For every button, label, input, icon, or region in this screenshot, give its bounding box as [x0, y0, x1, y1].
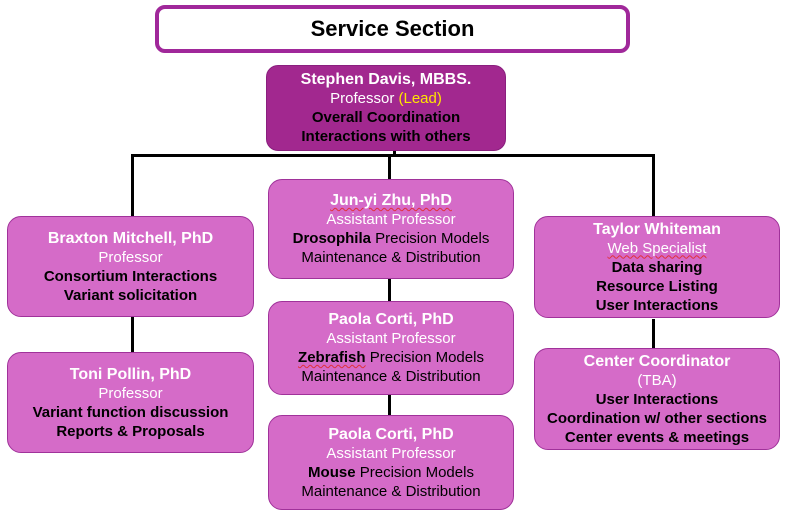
- member-name: Taylor Whiteman: [593, 220, 721, 238]
- member-role: Assistant Professor: [326, 444, 456, 462]
- member-node-toni-pollin: Toni Pollin, PhD Professor Variant funct…: [7, 352, 254, 453]
- member-name: Center Coordinator: [583, 352, 731, 370]
- connector-lead-down: [393, 148, 396, 156]
- member-node-taylor-whiteman: Taylor Whiteman Web Specialist Data shar…: [534, 216, 780, 318]
- member-name: Jun-yi Zhu, PhD: [330, 192, 452, 209]
- member-duty: Maintenance & Distribution: [301, 249, 481, 266]
- member-duty: Resource Listing: [596, 277, 718, 295]
- member-role: Web Specialist: [607, 239, 707, 257]
- member-role: Assistant Professor: [326, 211, 456, 228]
- member-node-paola-corti-zebrafish: Paola Corti, PhD Assistant Professor Zeb…: [268, 301, 514, 395]
- member-name: Toni Pollin, PhD: [69, 365, 192, 383]
- member-duty: User Interactions: [595, 296, 719, 314]
- member-model: Mouse Precision Models: [308, 463, 474, 481]
- connector-center-branch: [388, 154, 391, 180]
- member-duty: Maintenance & Distribution: [301, 482, 481, 500]
- section-title: Service Section: [310, 16, 475, 41]
- lead-role: Professor (Lead): [330, 90, 442, 107]
- connector-right-branch: [652, 154, 655, 218]
- lead-duty: Overall Coordination: [311, 109, 461, 126]
- lead-node: Stephen Davis, MBBS. Professor (Lead) Ov…: [266, 65, 506, 151]
- member-name: Braxton Mitchell, PhD: [47, 229, 214, 247]
- member-name: Paola Corti, PhD: [328, 311, 454, 328]
- member-node-paola-corti-mouse: Paola Corti, PhD Assistant Professor Mou…: [268, 415, 514, 510]
- member-node-center-coordinator: Center Coordinator (TBA) User Interactio…: [534, 348, 780, 450]
- member-node-braxton-mitchell: Braxton Mitchell, PhD Professor Consorti…: [7, 216, 254, 317]
- member-duty: Center events & meetings: [564, 428, 750, 446]
- model-organism: Mouse: [308, 463, 356, 481]
- lead-tag: (Lead): [398, 90, 442, 107]
- connector-left-col: [131, 316, 134, 353]
- member-role: Professor: [98, 248, 163, 266]
- connector-center-col-1: [388, 278, 391, 302]
- connector-horizontal-bar: [131, 154, 655, 157]
- member-duty: Variant solicitation: [63, 286, 198, 304]
- section-title-box: Service Section: [155, 5, 630, 53]
- member-role: Assistant Professor: [326, 330, 456, 347]
- member-duty: Data sharing: [611, 258, 703, 276]
- member-duty: Consortium Interactions: [43, 267, 218, 285]
- connector-left-branch: [131, 154, 134, 217]
- member-model: Zebrafish Precision Models: [298, 349, 484, 366]
- member-role: (TBA): [637, 371, 677, 389]
- model-organism: Drosophila: [292, 230, 371, 247]
- connector-right-col: [652, 319, 655, 349]
- member-duty: Reports & Proposals: [56, 422, 205, 440]
- member-duty: Maintenance & Distribution: [301, 368, 481, 385]
- connector-center-col-2: [388, 394, 391, 416]
- lead-duty: Interactions with others: [301, 128, 471, 145]
- member-name: Paola Corti, PhD: [328, 425, 454, 443]
- member-model: Drosophila Precision Models: [292, 230, 490, 247]
- member-duty: Variant function discussion: [32, 403, 229, 421]
- member-duty: User Interactions: [595, 390, 719, 408]
- lead-name: Stephen Davis, MBBS.: [300, 71, 472, 88]
- member-duty: Coordination w/ other sections: [546, 409, 767, 427]
- model-organism: Zebrafish: [298, 349, 366, 366]
- member-node-jun-yi-zhu: Jun-yi Zhu, PhD Assistant Professor Dros…: [268, 179, 514, 279]
- member-role: Professor: [98, 384, 163, 402]
